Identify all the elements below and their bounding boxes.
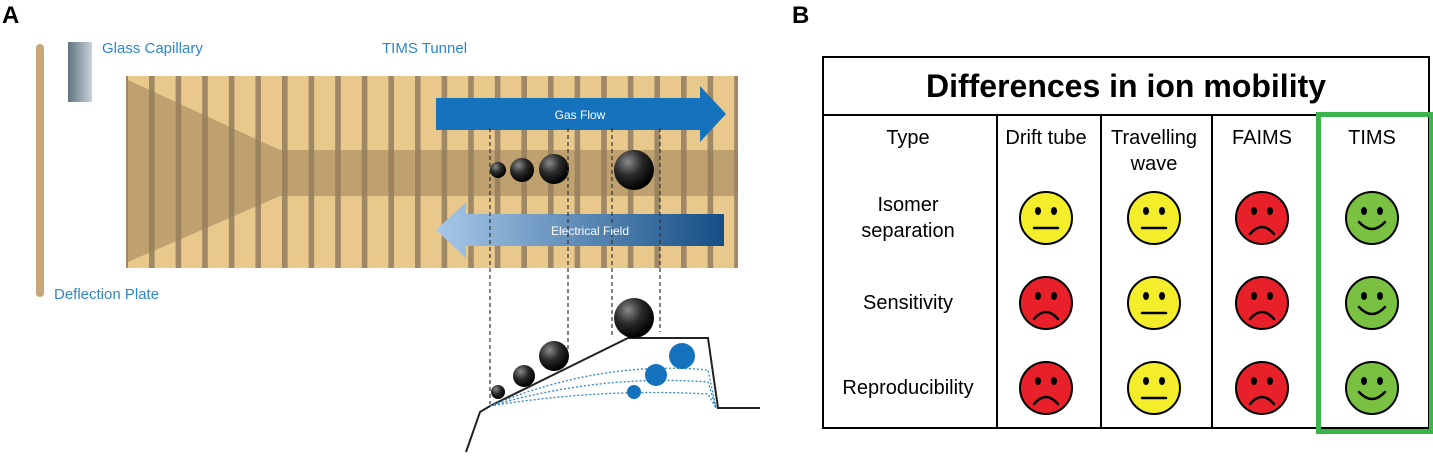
ion bbox=[491, 385, 505, 399]
column-header-line: Travelling bbox=[1111, 127, 1197, 149]
ion bbox=[645, 364, 667, 386]
sad-face-icon bbox=[1019, 361, 1073, 415]
ion bbox=[614, 150, 654, 190]
sad-face-icon bbox=[1235, 276, 1289, 330]
electrical-field-label: Electrical Field bbox=[551, 224, 629, 238]
row-header-line: Isomer bbox=[877, 194, 939, 216]
column-header-line: wave bbox=[1130, 153, 1178, 175]
column-divider bbox=[1211, 116, 1213, 427]
happy-face-icon bbox=[1345, 361, 1399, 415]
neutral-face-icon bbox=[1019, 191, 1073, 245]
electrical-field-arrow bbox=[436, 202, 724, 258]
ion bbox=[539, 154, 569, 184]
neutral-face-icon bbox=[1127, 361, 1181, 415]
tims-column-highlight bbox=[1316, 112, 1433, 434]
row-header: Reproducibility bbox=[823, 375, 993, 401]
table-title: Differences in ion mobility bbox=[824, 58, 1428, 116]
panel-label-b: B bbox=[792, 2, 810, 29]
row-header-line: Reproducibility bbox=[842, 377, 974, 399]
field-profile-line bbox=[465, 337, 760, 453]
neutral-face-icon bbox=[1127, 191, 1181, 245]
row-header-line: separation bbox=[861, 220, 955, 242]
deflection-plate-label: Deflection Plate bbox=[54, 286, 159, 303]
tims-tunnel-label: TIMS Tunnel bbox=[382, 40, 467, 57]
gas-flow-arrow bbox=[436, 86, 726, 142]
deflection-plate bbox=[36, 44, 44, 297]
guide-lines bbox=[489, 128, 661, 404]
row-header: Isomer separation bbox=[823, 192, 993, 244]
ion bbox=[490, 162, 506, 178]
row-header: Sensitivity bbox=[823, 290, 993, 316]
sad-face-icon bbox=[1019, 276, 1073, 330]
ion-mobility-table: Differences in ion mobility bbox=[822, 56, 1430, 429]
column-divider bbox=[996, 116, 998, 427]
ion bbox=[669, 343, 695, 369]
column-header-line: Type bbox=[886, 127, 930, 149]
tims-diagram: Glass Capillary TIMS Tunnel Gas Flow Ele… bbox=[36, 40, 760, 453]
column-divider bbox=[1100, 116, 1102, 427]
column-header-line: FAIMS bbox=[1231, 127, 1292, 149]
ion bbox=[614, 298, 654, 338]
gas-flow-label: Gas Flow bbox=[555, 108, 606, 122]
neutral-face-icon bbox=[1127, 276, 1181, 330]
ion bbox=[539, 341, 569, 371]
happy-face-icon bbox=[1345, 276, 1399, 330]
sad-face-icon bbox=[1235, 191, 1289, 245]
row-header-line: Sensitivity bbox=[862, 292, 954, 314]
column-header-line: Drift tube bbox=[1005, 127, 1087, 149]
panel-label-a: A bbox=[2, 2, 20, 29]
sad-face-icon bbox=[1235, 361, 1289, 415]
blue-profile-lines bbox=[489, 367, 717, 409]
ion bbox=[513, 365, 535, 387]
ion bbox=[510, 158, 534, 182]
happy-face-icon bbox=[1345, 191, 1399, 245]
ion bbox=[627, 385, 641, 399]
column-header: Type bbox=[823, 125, 993, 151]
column-header: FAIMS bbox=[1177, 125, 1347, 151]
column-header: Travelling wave bbox=[1069, 125, 1239, 177]
column-header: TIMS bbox=[1287, 125, 1433, 151]
glass-capillary bbox=[68, 42, 92, 102]
glass-capillary-label: Glass Capillary bbox=[102, 40, 203, 57]
column-header: Drift tube bbox=[961, 125, 1131, 151]
column-header-line: TIMS bbox=[1348, 127, 1396, 149]
tunnel-cavity bbox=[128, 80, 738, 262]
